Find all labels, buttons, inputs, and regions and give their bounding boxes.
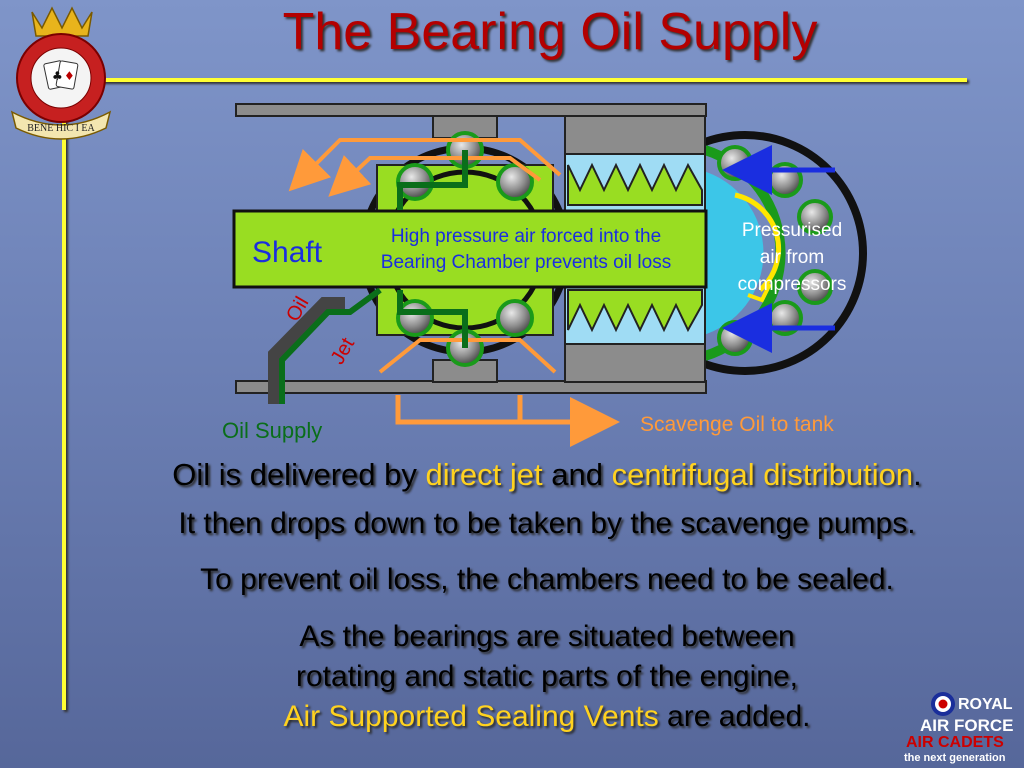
shaft <box>232 209 708 289</box>
body-line-1: Oil is delivered by direct jet and centr… <box>70 457 1024 493</box>
body-line-4: As the bearings are situated between <box>299 620 795 653</box>
body-line-6-b: are added. <box>658 700 811 733</box>
raf-air-cadets-logo: ROYAL AIR FORCE AIR CADETS the next gene… <box>900 688 1024 768</box>
pressurised-label-2: air from <box>759 247 825 268</box>
svg-text:BENE HIC I EA: BENE HIC I EA <box>27 123 95 134</box>
note-line-2: Bearing Chamber prevents oil loss <box>380 252 672 273</box>
shaft-label: Shaft <box>252 236 323 269</box>
seal-housing-bottom <box>564 343 706 383</box>
logo-tagline: the next generation <box>904 752 1006 764</box>
pressurised-label-3: compressors <box>737 274 847 295</box>
squadron-crest-logo: ♣ ♦ BENE HIC I EA <box>10 6 112 140</box>
logo-air-cadets: AIR CADETS <box>906 734 1004 751</box>
frame-left-line <box>62 78 66 710</box>
frame-top-line <box>62 78 967 82</box>
svg-text:♦: ♦ <box>64 69 75 83</box>
oil-supply-pipe <box>268 297 345 404</box>
svg-text:♣: ♣ <box>52 69 63 83</box>
body-line-1-c: and <box>542 457 612 492</box>
body-line-1-e: . <box>913 457 922 492</box>
seal-housing-top <box>564 115 706 155</box>
scavenge-arrow <box>395 395 620 447</box>
oil-flow-bottom-1 <box>378 338 557 374</box>
page-title: The Bearing Oil Supply <box>282 3 818 61</box>
body-line-6: Air Supported Sealing Vents are added. <box>70 700 1024 734</box>
body-line-1-a: Oil is delivered by <box>172 457 426 492</box>
bearing-diagram <box>232 103 867 447</box>
body-line-3: To prevent oil loss, the chambers need t… <box>200 563 894 596</box>
highlight-centrifugal: centrifugal distribution <box>611 457 914 492</box>
pressurised-label-1: Pressurised <box>741 220 843 241</box>
oil-flow-top-1 <box>288 138 562 192</box>
oil-supply-label: Oil Supply <box>222 418 323 443</box>
labyrinth-seal-bottom <box>567 289 703 333</box>
scavenge-label: Scavenge Oil to tank <box>640 413 834 436</box>
highlight-direct-jet: direct jet <box>425 457 543 492</box>
raf-roundel-icon <box>931 692 955 716</box>
logo-air-force: AIR FORCE <box>920 716 1014 735</box>
casing-top-plate <box>235 103 707 117</box>
body-line-2: It then drops down to be taken by the sc… <box>178 507 916 540</box>
labyrinth-seal-top <box>567 162 703 206</box>
oil-flow-top-2 <box>328 155 542 197</box>
note-line-1: High pressure air forced into the <box>390 226 662 247</box>
body-line-5: rotating and static parts of the engine, <box>296 660 798 693</box>
highlight-sealing-vents: Air Supported Sealing Vents <box>283 700 659 733</box>
logo-royal: ROYAL <box>958 696 1013 713</box>
oil-passage <box>397 150 468 210</box>
